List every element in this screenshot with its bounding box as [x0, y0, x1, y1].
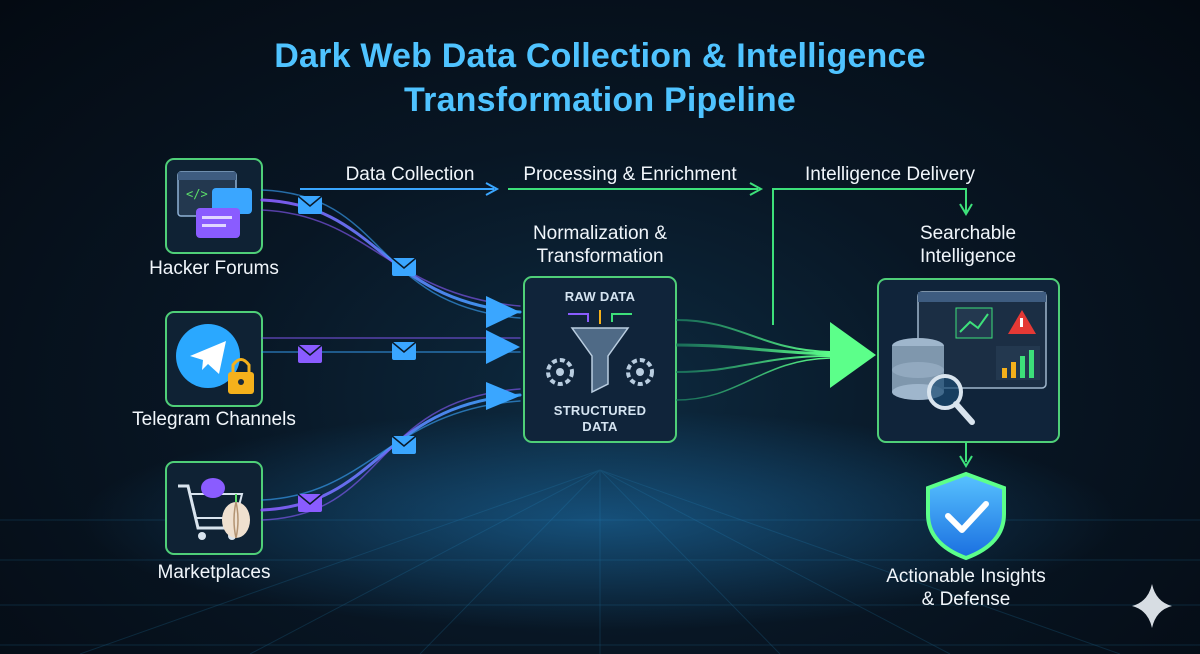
raw-data-label: RAW DATA [564, 289, 636, 304]
hacker-forums-card: </> [165, 158, 263, 254]
source-label-hacker-forums: Hacker Forums [149, 258, 279, 279]
processing-heading-line-1: Normalization & [532, 223, 668, 244]
outcome-line-2: & Defense [921, 589, 1011, 610]
source-label-telegram-channels: Telegram Channels [132, 409, 296, 430]
structured-data-line-2: DATA [582, 419, 618, 434]
sparkle-icon [1132, 584, 1172, 628]
stage-processing-label: Processing & Enrichment [523, 164, 737, 185]
processing-heading-line-2: Transformation [536, 246, 664, 267]
page-title: Dark Web Data Collection & Intelligence … [0, 34, 1200, 122]
intelligence-heading-line-2: Intelligence [919, 246, 1017, 267]
outcome-line-1: Actionable Insights [886, 566, 1046, 587]
marketplaces-card [165, 461, 263, 555]
telegram-lock-icon [176, 324, 254, 394]
telegram-channels-card [165, 311, 263, 407]
stage-arrows [300, 182, 973, 325]
structured-data-line-1: STRUCTURED [553, 403, 647, 418]
forum-chat-icon: </> [177, 171, 252, 238]
source-label-marketplaces: Marketplaces [157, 562, 271, 583]
floor-glow [80, 410, 1120, 630]
data-envelope-icons [297, 195, 417, 512]
intelligence-heading-line-1: Searchable [919, 223, 1017, 244]
structured-data-label: STRUCTURED DATA [524, 403, 676, 435]
title-line-2: Transformation Pipeline [404, 81, 796, 119]
intelligence-heading: Searchable Intelligence [868, 222, 1068, 268]
processing-heading: Normalization & Transformation [500, 222, 700, 268]
funnel-gears-icon [546, 310, 654, 394]
shield-check-icon [926, 471, 1006, 561]
stage-data-collection-label: Data Collection [345, 164, 475, 185]
outcome-label: Actionable Insights & Defense [856, 565, 1076, 611]
svg-text:</>: </> [186, 187, 208, 201]
outcome-arrow [959, 442, 973, 468]
title-line-1: Dark Web Data Collection & Intelligence [274, 37, 926, 75]
dashboard-database-icon [892, 291, 1047, 425]
cart-onion-icon [178, 478, 250, 540]
stage-delivery-label: Intelligence Delivery [804, 164, 976, 185]
processing-box [523, 276, 677, 443]
searchable-intelligence-box [877, 278, 1060, 443]
collection-arrowheads [486, 296, 520, 410]
delivery-stream [675, 319, 876, 401]
